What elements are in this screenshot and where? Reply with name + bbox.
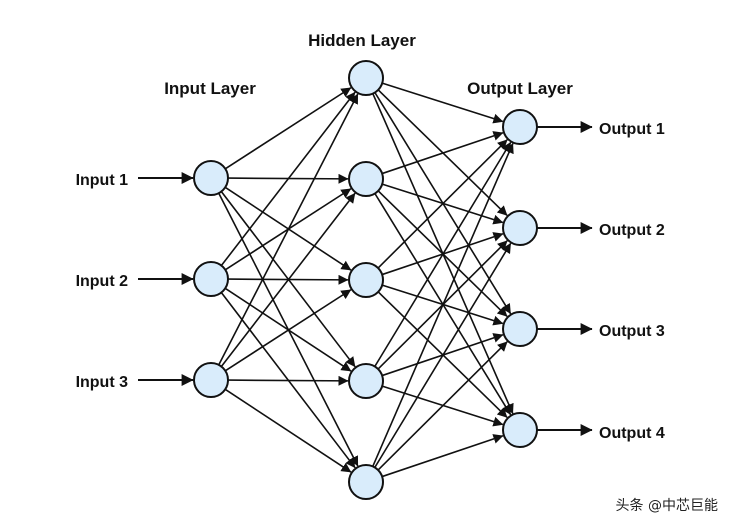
output-layer-title: Output Layer bbox=[467, 79, 573, 98]
edge-hidden3-output1 bbox=[377, 139, 508, 269]
neuron-nodes bbox=[193, 60, 538, 500]
hidden-node-1 bbox=[348, 60, 384, 96]
hidden-node-3 bbox=[348, 262, 384, 298]
input-label-2: Input 2 bbox=[76, 273, 129, 290]
watermark-text: 头条 @中芯巨能 bbox=[616, 497, 718, 514]
output-node-4 bbox=[502, 412, 538, 448]
hidden-node-2 bbox=[348, 161, 384, 197]
output-node-2 bbox=[502, 210, 538, 246]
edge-hidden5-output1 bbox=[372, 143, 514, 467]
output-node-1 bbox=[502, 109, 538, 145]
edge-input3-hidden2 bbox=[220, 192, 356, 368]
input-node-3 bbox=[193, 362, 229, 398]
edge-input3-hidden5 bbox=[224, 388, 352, 473]
edge-input3-hidden4 bbox=[227, 375, 349, 386]
edge-hidden2-output1 bbox=[381, 131, 504, 175]
output-label-4: Output 4 bbox=[599, 425, 665, 442]
input-layer-title: Input Layer bbox=[164, 79, 256, 98]
edge-hidden5-output4 bbox=[381, 434, 504, 478]
edge-hidden5-output2 bbox=[374, 242, 512, 468]
input-label-1: Input 1 bbox=[76, 172, 129, 189]
output-node-3 bbox=[502, 311, 538, 347]
input-node-1 bbox=[193, 160, 229, 196]
hidden-node-5 bbox=[348, 464, 384, 500]
connection-lines bbox=[218, 82, 514, 478]
hidden-layer-title: Hidden Layer bbox=[308, 31, 416, 50]
input-node-2 bbox=[193, 261, 229, 297]
edge-input3-hidden3 bbox=[224, 289, 352, 372]
io-arrows bbox=[138, 121, 593, 436]
edge-hidden5-output3 bbox=[377, 341, 508, 471]
input-label-3: Input 3 bbox=[76, 374, 129, 391]
edge-hidden4-output1 bbox=[374, 141, 512, 367]
edge-input2-hidden1 bbox=[220, 91, 356, 267]
edge-hidden1-output1 bbox=[381, 82, 504, 124]
edge-input1-hidden1 bbox=[224, 87, 352, 170]
output-label-2: Output 2 bbox=[599, 222, 665, 239]
output-label-1: Output 1 bbox=[599, 121, 665, 138]
edge-input3-hidden1 bbox=[218, 93, 359, 366]
output-label-3: Output 3 bbox=[599, 323, 665, 340]
hidden-node-4 bbox=[348, 363, 384, 399]
